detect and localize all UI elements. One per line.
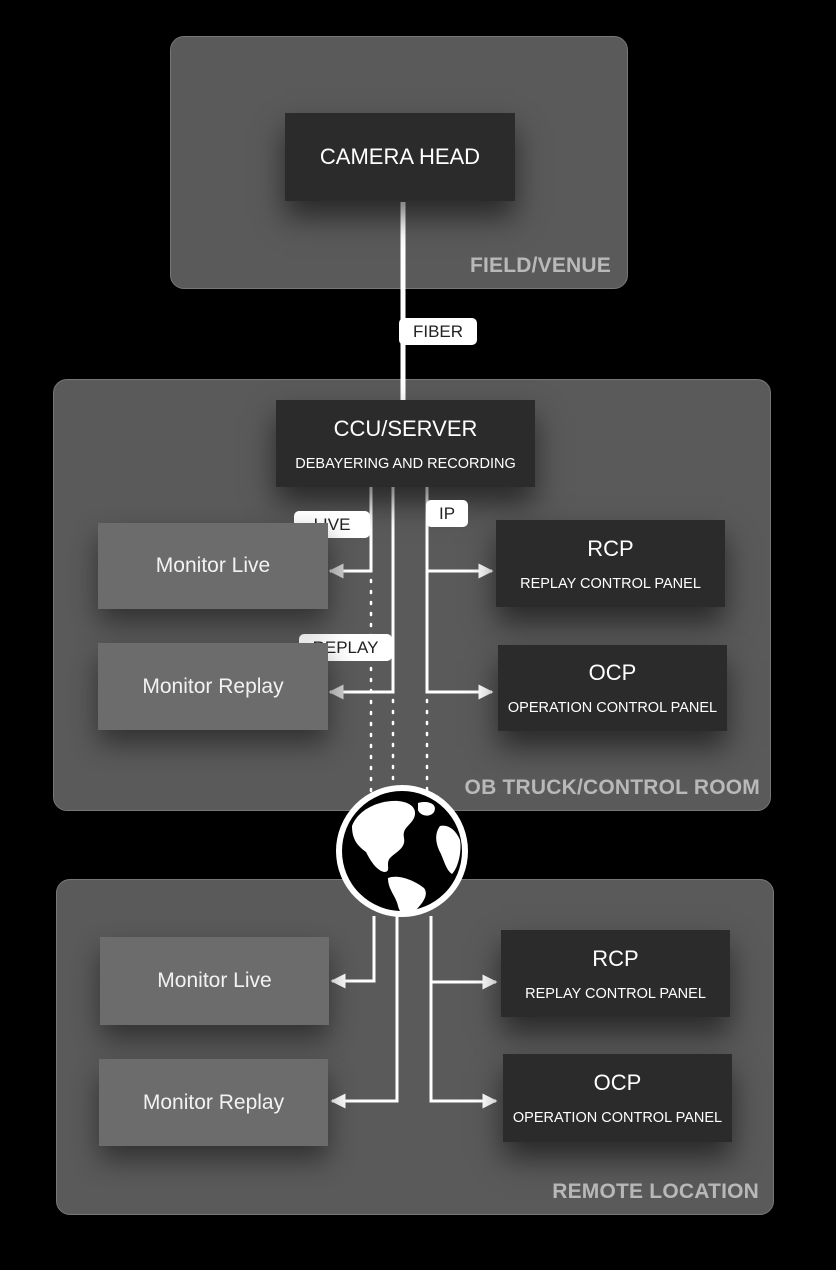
ccu-server-title: CCU/SERVER	[333, 415, 478, 441]
ob-rcp-box: RCP REPLAY CONTROL PANEL	[496, 520, 725, 607]
ob-rcp-title: RCP	[587, 535, 634, 561]
remote-rcp-box: RCP REPLAY CONTROL PANEL	[501, 930, 730, 1017]
remote-ocp-box: OCP OPERATION CONTROL PANEL	[503, 1054, 732, 1142]
camera-head-label: CAMERA HEAD	[319, 144, 481, 169]
ip-tag: IP	[426, 500, 468, 527]
remote-location-label: REMOTE LOCATION	[552, 1180, 759, 1203]
field-venue-zone: FIELD/VENUE	[170, 36, 628, 289]
remote-location-zone: REMOTE LOCATION	[56, 879, 774, 1215]
ob-truck-label: OB TRUCK/CONTROL ROOM	[464, 776, 760, 799]
remote-rcp-title: RCP	[592, 945, 639, 971]
ob-live-line	[328, 487, 373, 579]
ob-monitor-live: Monitor Live	[98, 523, 328, 609]
ob-rcp-subtitle: REPLAY CONTROL PANEL	[520, 575, 701, 592]
ob-ocp-box: OCP OPERATION CONTROL PANEL	[498, 645, 727, 731]
fiber-tag: FIBER	[399, 318, 477, 345]
ccu-server-subtitle: DEBAYERING AND RECORDING	[295, 455, 516, 472]
remote-rcp-subtitle: REPLAY CONTROL PANEL	[525, 985, 706, 1002]
remote-monitor-replay: Monitor Replay	[99, 1059, 328, 1146]
replay-tag: REPLAY	[299, 634, 392, 661]
ob-ip-line	[425, 487, 494, 700]
remote-monitor-live: Monitor Live	[100, 937, 329, 1025]
remote-ocp-subtitle: OPERATION CONTROL PANEL	[512, 1110, 723, 1126]
ob-monitor-replay: Monitor Replay	[98, 643, 328, 730]
ccu-server-box: CCU/SERVER DEBAYERING AND RECORDING	[276, 400, 535, 487]
remote-replay-line	[330, 916, 399, 1109]
remote-ocp-title: OCP	[593, 1070, 642, 1095]
globe-icon	[336, 785, 468, 917]
ob-replay-line	[328, 487, 395, 700]
remote-ip-line	[429, 916, 498, 1109]
ob-ocp-subtitle: OPERATION CONTROL PANEL	[507, 700, 718, 716]
camera-head-box: CAMERA HEAD	[285, 113, 515, 201]
remote-live-line	[330, 916, 376, 989]
ob-ocp-title: OCP	[588, 660, 637, 685]
field-venue-label: FIELD/VENUE	[469, 254, 611, 277]
